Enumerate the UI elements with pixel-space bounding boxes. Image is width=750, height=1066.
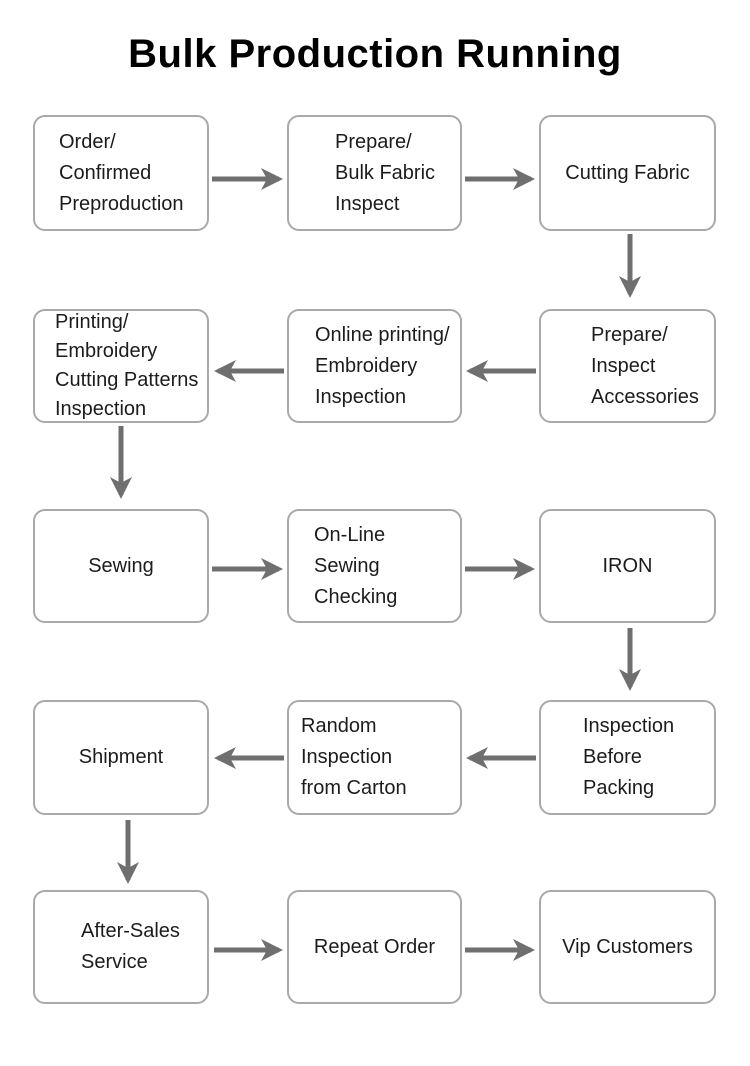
node-line: Service <box>81 951 148 973</box>
node-line: Inspect <box>591 354 656 377</box>
flow-node-printing-embroidery: Printing/ Embroidery Cutting Patterns In… <box>33 309 209 423</box>
node-line: Shipment <box>78 746 164 768</box>
node-line: Order/ <box>59 130 116 153</box>
node-line: Accessories <box>591 385 699 408</box>
flow-node-after-sales-service: After-Sales Service <box>33 890 209 1004</box>
node-line: Sewing <box>88 554 154 577</box>
flow-node-prepare-inspect-accessories: Prepare/ Inspect Accessories <box>539 309 716 423</box>
node-line: Bulk Fabric <box>335 161 436 184</box>
node-line: Random Inspection <box>301 715 393 768</box>
node-line: Printing/ <box>55 311 129 333</box>
node-line: IRON <box>602 554 653 577</box>
node-line: Inspect <box>335 192 400 215</box>
node-line: Cutting Patterns <box>55 369 199 391</box>
flow-node-sewing: Sewing <box>33 509 209 623</box>
flow-node-prepare-bulk-fabric: Prepare/ Bulk Fabric Inspect <box>287 115 462 231</box>
flow-node-repeat-order: Repeat Order <box>287 890 462 1004</box>
flow-node-vip-customers: Vip Customers <box>539 890 716 1004</box>
node-line: Sewing Checking <box>314 554 398 608</box>
node-line: Confirmed <box>59 161 152 184</box>
node-line: Embroidery <box>315 354 418 377</box>
node-line: Repeat Order <box>313 935 436 958</box>
node-line: Cutting Fabric <box>565 161 690 184</box>
flow-node-iron: IRON <box>539 509 716 623</box>
flow-node-inspection-before-packing: Inspection Before Packing <box>539 700 716 815</box>
node-line: Inspection <box>583 715 675 737</box>
node-line: Prepare/ <box>335 130 412 153</box>
node-line: Before Packing <box>583 746 655 799</box>
node-line: Preproduction <box>59 192 184 215</box>
node-line: Prepare/ <box>591 323 668 346</box>
node-line: Embroidery <box>55 340 158 362</box>
flow-node-cutting-fabric: Cutting Fabric <box>539 115 716 231</box>
flow-node-random-inspection-carton: Random Inspection from Carton <box>287 700 462 815</box>
flow-node-online-sewing-checking: On-Line Sewing Checking <box>287 509 462 623</box>
node-line: Inspection <box>315 385 407 408</box>
node-line: Inspection <box>55 398 147 420</box>
node-line: After-Sales <box>81 920 180 942</box>
node-line: Vip Customers <box>562 935 693 958</box>
flow-node-online-printing: Online printing/ Embroidery Inspection <box>287 309 462 423</box>
flow-node-shipment: Shipment <box>33 700 209 815</box>
flow-node-order: Order/ Confirmed Preproduction <box>33 115 209 231</box>
node-line: from Carton <box>301 777 407 799</box>
node-line: Online printing/ <box>315 323 450 346</box>
page-title: Bulk Production Running <box>128 32 622 76</box>
node-line: On-Line <box>314 523 386 546</box>
